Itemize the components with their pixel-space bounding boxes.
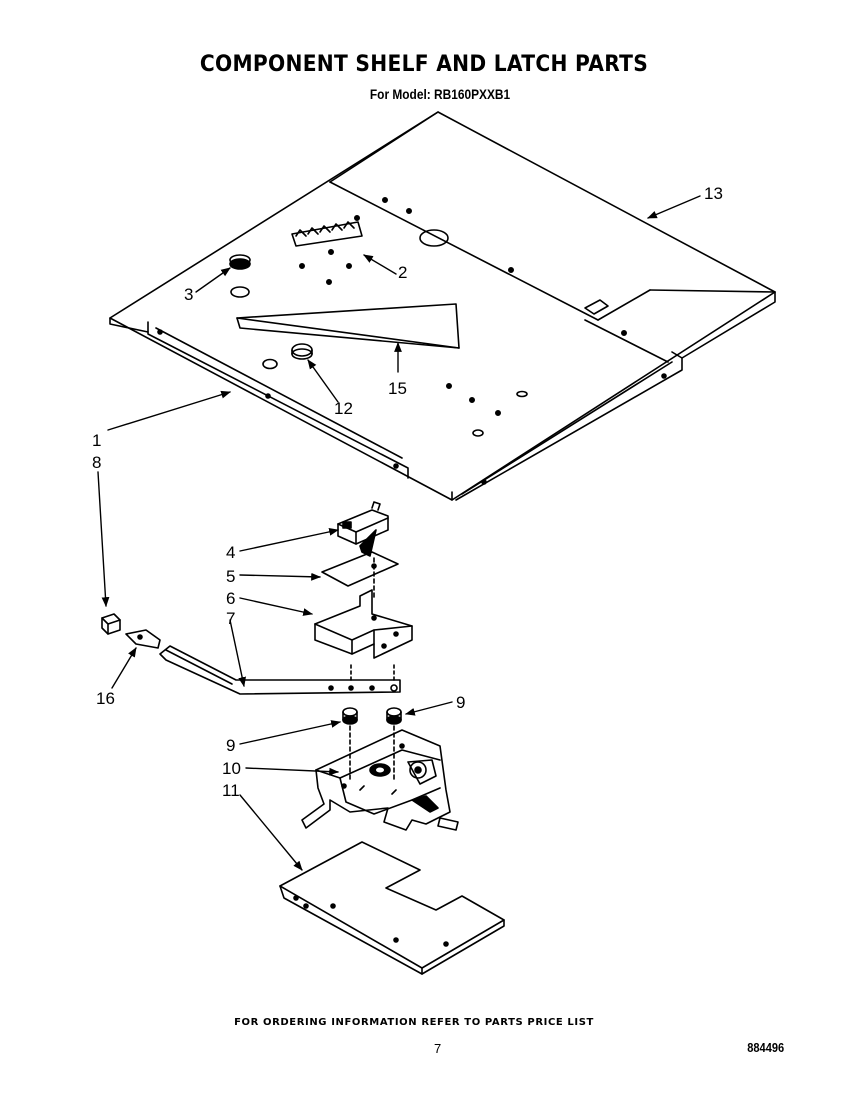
switch-insulator (321, 551, 399, 601)
plug-button (291, 343, 313, 360)
leader-lines (97, 195, 701, 871)
callout-labels: 1 8 2 3 4 5 6 7 9 9 10 11 12 13 15 16 (92, 184, 723, 800)
latch-cover-plate (279, 841, 505, 975)
latch-hook (125, 629, 161, 649)
callout-12: 12 (334, 399, 353, 418)
grommet (229, 254, 251, 298)
handle-knob (101, 613, 121, 635)
callout-10: 10 (222, 759, 241, 778)
latch-switch (337, 501, 389, 557)
document-number: 884496 (747, 1040, 785, 1055)
callout-7: 7 (226, 609, 235, 628)
terminal-block (291, 221, 363, 247)
callout-9-left: 9 (226, 736, 235, 755)
callout-16: 16 (96, 689, 115, 708)
callout-3: 3 (184, 285, 193, 304)
callout-4: 4 (226, 543, 235, 562)
latch-mechanism (301, 729, 459, 831)
callout-5: 5 (226, 567, 235, 586)
spacer-left (342, 707, 358, 781)
callout-1: 1 (92, 431, 101, 450)
callout-9-right: 9 (456, 693, 465, 712)
switch-bracket (314, 589, 413, 659)
callout-8: 8 (92, 453, 101, 472)
component-shelf (109, 111, 776, 501)
latch-link (159, 645, 401, 695)
page-number: 7 (434, 1041, 442, 1056)
ordering-note: FOR ORDERING INFORMATION REFER TO PARTS … (234, 1017, 594, 1028)
callout-13: 13 (704, 184, 723, 203)
page-title: COMPONENT SHELF AND LATCH PARTS (199, 52, 649, 77)
model-subtitle: For Model: RB160PXXB1 (369, 86, 511, 102)
callout-11: 11 (222, 781, 240, 800)
callout-15: 15 (388, 379, 407, 398)
callout-6: 6 (226, 589, 235, 608)
baffle (236, 303, 460, 349)
spacer-right (386, 707, 402, 781)
callout-2: 2 (398, 263, 407, 282)
